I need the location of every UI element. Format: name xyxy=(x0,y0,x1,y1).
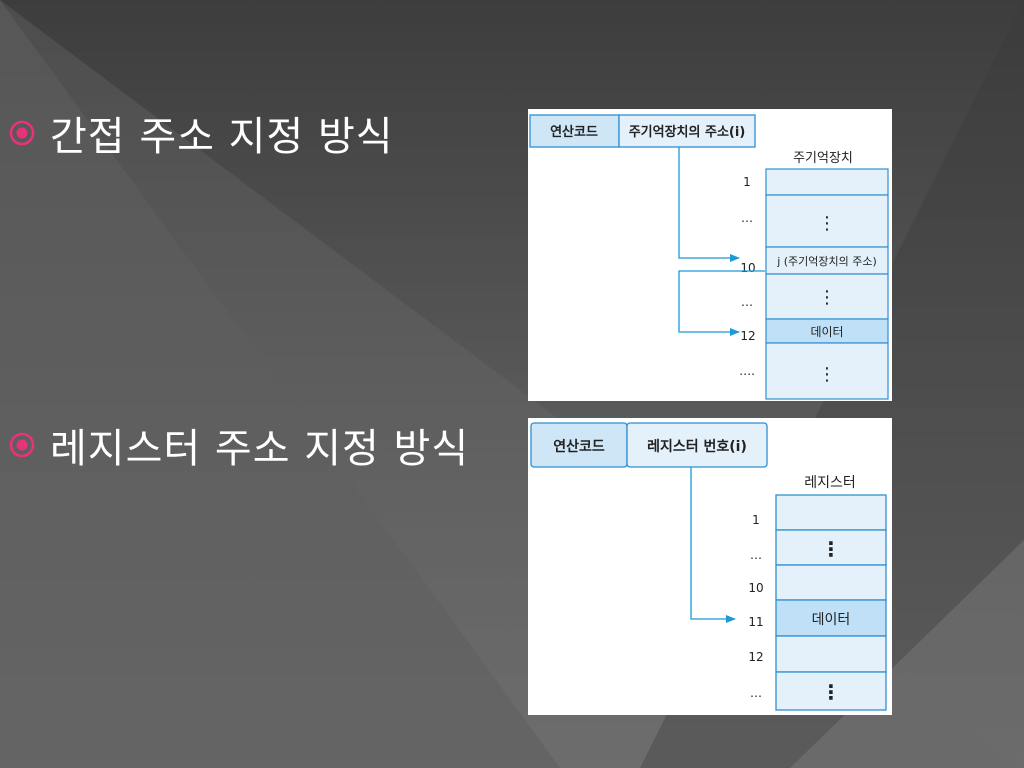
memory-cell xyxy=(765,342,889,400)
memory-cell-data xyxy=(765,318,889,344)
register-number-label: 12 xyxy=(748,650,763,664)
arrow-to-register xyxy=(690,467,736,623)
indirect-addressing-diagram: 연산코드 주기억장치의 주소(i) 주기억장치 ⋮ j (주기억장치의 주소) … xyxy=(528,109,892,401)
register-number-label: 11 xyxy=(748,615,763,629)
memory-title: 주기억장치 xyxy=(793,151,853,166)
opcode-label: 연산코드 xyxy=(550,124,598,140)
register-cell-data xyxy=(775,599,887,637)
register-table: ⋮ 데이터 ⋮ xyxy=(775,494,887,711)
register-cell xyxy=(775,635,887,673)
cell-content: j (주기억장치의 주소) xyxy=(776,255,877,268)
memory-table: ⋮ j (주기억장치의 주소) ⋮ 데이터 ⋮ xyxy=(765,168,889,400)
memory-cell xyxy=(765,194,889,248)
cell-content: ⋮ xyxy=(818,364,836,385)
register-title: 레지스터 xyxy=(804,475,856,491)
bullet-text: 레지스터 주소 지정 방식 xyxy=(50,426,470,472)
instruction-format: 연산코드 레지스터 번호(i) xyxy=(530,422,768,468)
address-label: … xyxy=(741,211,753,225)
register-cell xyxy=(775,671,887,711)
register-number-label: … xyxy=(750,548,762,562)
register-cell xyxy=(775,564,887,601)
operand-label: 레지스터 번호(i) xyxy=(647,439,747,455)
register-number-label: … xyxy=(750,686,762,700)
opcode-label: 연산코드 xyxy=(553,438,605,455)
address-label: 10 xyxy=(740,261,755,275)
register-number-label: 1 xyxy=(752,513,760,527)
register-number-label: 10 xyxy=(748,581,763,595)
arrow-to-data xyxy=(678,270,765,336)
bullet-circle-icon xyxy=(9,432,35,458)
cell-content: 데이터 xyxy=(810,325,843,339)
address-label: … xyxy=(741,295,753,309)
address-label: 1 xyxy=(743,175,751,189)
bullet-circle-icon xyxy=(9,120,35,146)
cell-content: ⋮ xyxy=(821,680,841,704)
address-labels: 1 … 10 … 12 …. xyxy=(739,175,756,378)
register-cell xyxy=(775,529,887,566)
cell-content: ⋮ xyxy=(818,287,836,308)
address-label: 12 xyxy=(740,329,755,343)
opcode-field xyxy=(529,114,620,148)
cell-content: ⋮ xyxy=(821,537,841,561)
instruction-format: 연산코드 주기억장치의 주소(i) xyxy=(529,114,756,148)
memory-cell xyxy=(765,273,889,320)
register-addressing-diagram: 연산코드 레지스터 번호(i) 레지스터 ⋮ 데이터 ⋮ 1 … 10 11 1… xyxy=(528,418,892,715)
memory-cell-pointer xyxy=(765,246,889,275)
bullet-indirect-addressing: 간접 주소 지정 방식 xyxy=(8,104,394,162)
bullet-text: 간접 주소 지정 방식 xyxy=(50,114,394,160)
operand-label: 주기억장치의 주소(i) xyxy=(629,124,746,140)
arrow-to-pointer xyxy=(678,147,740,262)
register-number-labels: 1 … 10 11 12 … xyxy=(748,513,763,700)
register-number-field xyxy=(626,422,768,468)
register-cell xyxy=(775,494,887,531)
address-label: …. xyxy=(739,364,755,378)
address-field xyxy=(618,114,756,148)
memory-cell xyxy=(765,168,889,196)
cell-content: 데이터 xyxy=(812,612,851,628)
cell-content: ⋮ xyxy=(818,213,836,234)
bullet-register-addressing: 레지스터 주소 지정 방식 xyxy=(8,416,469,474)
